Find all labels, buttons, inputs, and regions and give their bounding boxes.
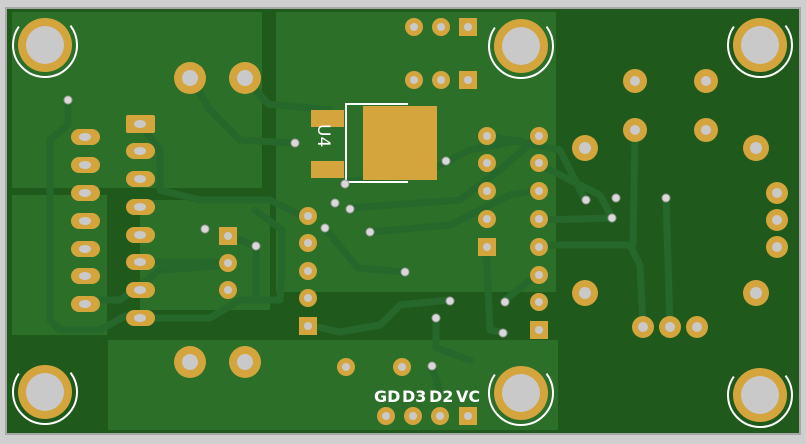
pin-label-d2: D2 (429, 387, 453, 406)
header-3pin-top-row-2 (405, 71, 477, 89)
dip-right-column (530, 127, 548, 339)
large-pad (229, 346, 261, 378)
copper-pour-regions (12, 12, 558, 430)
pin-labels: GD D3 D2 VC (374, 387, 480, 406)
dip-left-column (478, 127, 496, 256)
large-pad (174, 62, 206, 94)
header-3pin-left (219, 227, 237, 299)
large-pad (174, 346, 206, 378)
u4-regulator: U4 (311, 103, 437, 183)
mounting-hole-bottom-center (488, 360, 554, 426)
mounting-holes (12, 12, 793, 428)
pin-label-vc: VC (456, 387, 480, 406)
bottom-pads (337, 358, 411, 376)
large-pad (229, 62, 261, 94)
large-pads (174, 62, 261, 378)
mounting-hole-top-right (727, 12, 793, 78)
vias (63, 95, 671, 371)
right-side-pads (572, 69, 788, 338)
mounting-hole-bottom-right (727, 362, 793, 428)
mounting-hole-bottom-left (12, 359, 78, 425)
header-5pin-vertical (299, 207, 317, 335)
header-3pin-top-row-1 (405, 18, 477, 36)
u4-refdes-label: U4 (313, 124, 333, 147)
mounting-hole-top-center (488, 13, 554, 79)
header-4pin-bottom (377, 407, 477, 425)
pin-label-d3: D3 (402, 387, 426, 406)
pin-label-gd: GD (374, 387, 400, 406)
mounting-hole-top-left (12, 12, 78, 78)
